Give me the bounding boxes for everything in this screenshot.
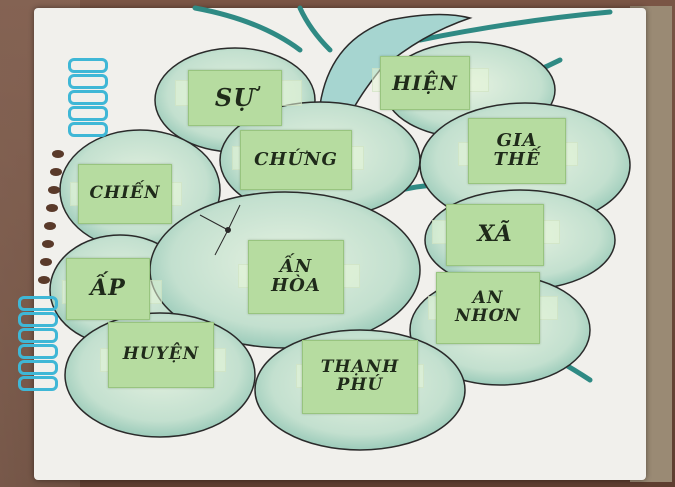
binder-ring xyxy=(68,106,108,121)
word-line: HÒA xyxy=(271,275,321,296)
word-card-huyen: HUYỆN xyxy=(108,322,214,388)
word-line: THẠNH xyxy=(320,357,400,378)
word-card-su: SỰ xyxy=(188,70,282,126)
word-card-chien: CHIẾN xyxy=(78,164,172,224)
word-line: NHƠN xyxy=(455,306,521,326)
binder-coil xyxy=(46,204,58,212)
word-line: THẾ xyxy=(493,149,541,170)
word-line: CHỨNG xyxy=(254,148,338,170)
binder-ring xyxy=(68,122,108,137)
binder-coil xyxy=(40,258,52,266)
word-card-ap: ẤP xyxy=(66,258,150,320)
word-line: ẤP xyxy=(90,275,126,302)
binder-ring xyxy=(18,296,58,311)
word-card-gia-the: GIA THẾ xyxy=(468,118,566,184)
binder-coil xyxy=(48,186,60,194)
binder-coil xyxy=(42,240,54,248)
binder-ring xyxy=(68,58,108,73)
word-card-thanh-phu: THẠNH PHÚ xyxy=(302,340,418,414)
word-line: HUYỆN xyxy=(122,344,200,365)
leaf-veins xyxy=(199,204,241,256)
word-line: ẤN xyxy=(279,256,313,278)
binder-ring xyxy=(18,360,58,375)
binder-coil xyxy=(44,222,56,230)
word-line: CHIẾN xyxy=(89,183,161,204)
word-line: GIA xyxy=(496,130,538,152)
word-card-xa: XÃ xyxy=(446,204,544,266)
binder-coil xyxy=(38,276,50,284)
word-card-an-nhon: AN NHƠN xyxy=(436,272,540,344)
word-card-an-hoa: ẤN HÒA xyxy=(248,240,344,314)
word-line: HIỆN xyxy=(392,70,458,95)
binder-ring xyxy=(18,376,58,391)
binder-ring xyxy=(18,328,58,343)
binder-ring xyxy=(68,74,108,89)
word-line: XÃ xyxy=(477,221,513,248)
word-line: PHÚ xyxy=(336,375,384,395)
word-card-chung: CHỨNG xyxy=(240,130,352,190)
binder-ring xyxy=(68,90,108,105)
binder-ring xyxy=(18,312,58,327)
word-line: AN xyxy=(472,288,504,309)
binder-coil xyxy=(52,150,64,158)
binder-coil xyxy=(50,168,62,176)
word-line: SỰ xyxy=(214,83,256,113)
word-card-hien: HIỆN xyxy=(380,56,470,110)
binder-ring xyxy=(18,344,58,359)
